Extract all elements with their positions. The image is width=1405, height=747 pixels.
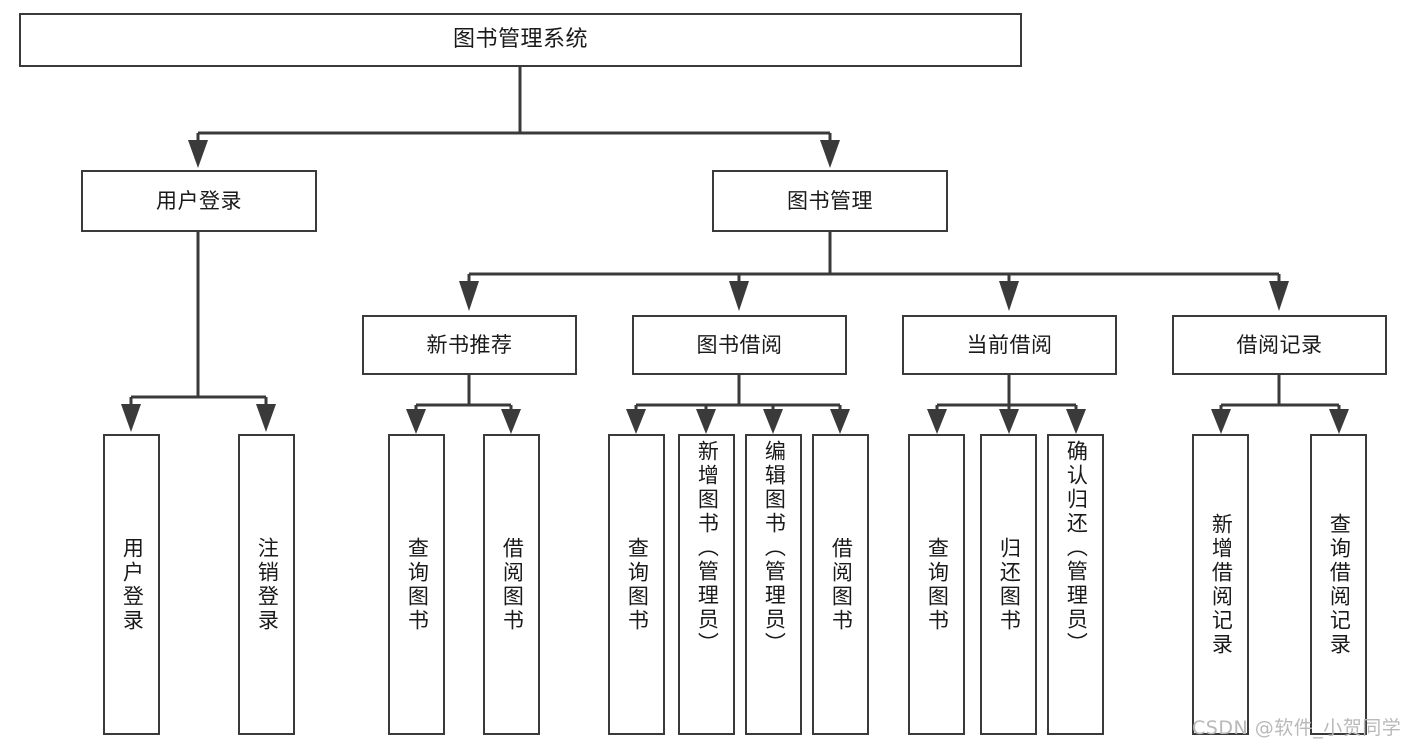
- arrowhead-bb-leaf-1: [626, 409, 646, 434]
- node-book-borrow[interactable]: 图书借阅: [632, 315, 847, 375]
- leaf-new-book-query-label: 查询图书: [405, 536, 430, 633]
- arrowhead-new-book: [459, 281, 479, 311]
- node-book-borrow-label: 图书借阅: [696, 332, 783, 357]
- leaf-new-book-borrow-label: 借阅图书: [500, 536, 525, 633]
- node-new-book-recommend-label: 新书推荐: [426, 332, 513, 357]
- leaf-current-query-book-label: 查询图书: [925, 536, 950, 633]
- leaf-borrow-book-label: 借阅图书: [829, 536, 854, 633]
- arrowhead-cb-leaf-3: [1066, 409, 1086, 434]
- node-new-book-recommend[interactable]: 新书推荐: [362, 315, 577, 375]
- node-book-management-label: 图书管理: [787, 188, 873, 213]
- leaf-query-borrow-record[interactable]: 查询借阅记录: [1310, 434, 1367, 735]
- leaf-current-query-book[interactable]: 查询图书: [908, 434, 965, 735]
- leaf-new-book-borrow[interactable]: 借阅图书: [483, 434, 540, 735]
- arrowhead-bb-leaf-3: [763, 409, 783, 434]
- node-borrow-record[interactable]: 借阅记录: [1172, 315, 1387, 375]
- watermark: CSDN @软件_小贺同学: [1192, 717, 1402, 739]
- arrowhead-book-mgmt: [820, 140, 840, 168]
- leaf-user-login[interactable]: 用户登录: [103, 434, 160, 735]
- leaf-new-book-query[interactable]: 查询图书: [388, 434, 445, 735]
- arrowhead-cb-leaf-2: [999, 409, 1019, 434]
- arrowhead-nb-leaf-1: [406, 409, 426, 434]
- node-borrow-record-label: 借阅记录: [1236, 332, 1323, 357]
- leaf-confirm-return-admin-label: 确认归还（管理员）: [1064, 440, 1089, 656]
- leaf-query-borrow-record-label: 查询借阅记录: [1327, 512, 1352, 657]
- leaf-logout[interactable]: 注销登录: [238, 434, 295, 735]
- leaf-return-book-label: 归还图书: [997, 536, 1022, 633]
- leaf-borrow-query-book[interactable]: 查询图书: [608, 434, 665, 735]
- arrowhead-book-borrow: [729, 281, 749, 311]
- leaf-borrow-book[interactable]: 借阅图书: [812, 434, 869, 735]
- arrowhead-cb-leaf-1: [927, 409, 947, 434]
- arrowhead-current-borrow: [999, 281, 1019, 311]
- arrowhead-leaf-user-login: [121, 404, 141, 432]
- leaf-borrow-query-book-label: 查询图书: [625, 536, 650, 633]
- arrowhead-nb-leaf-2: [501, 409, 521, 434]
- leaf-confirm-return-admin[interactable]: 确认归还（管理员）: [1047, 434, 1104, 735]
- node-current-borrow-label: 当前借阅: [966, 332, 1053, 357]
- leaf-return-book[interactable]: 归还图书: [980, 434, 1037, 735]
- leaf-edit-book-admin-label: 编辑图书（管理员）: [762, 440, 787, 656]
- node-root[interactable]: 图书管理系统: [19, 13, 1022, 67]
- arrowhead-bb-leaf-2: [696, 409, 716, 434]
- arrowhead-user-login: [188, 140, 208, 168]
- arrowhead-leaf-logout: [256, 404, 276, 432]
- node-root-label: 图书管理系统: [452, 26, 588, 52]
- leaf-add-borrow-record-label: 新增借阅记录: [1209, 512, 1234, 657]
- node-book-management[interactable]: 图书管理: [712, 170, 948, 232]
- arrowhead-br-leaf-1: [1211, 409, 1231, 434]
- leaf-add-borrow-record[interactable]: 新增借阅记录: [1192, 434, 1249, 735]
- arrowhead-borrow-record: [1269, 281, 1289, 311]
- leaf-add-book-admin[interactable]: 新增图书（管理员）: [678, 434, 735, 735]
- leaf-edit-book-admin[interactable]: 编辑图书（管理员）: [745, 434, 802, 735]
- node-user-login[interactable]: 用户登录: [81, 170, 317, 232]
- leaf-user-login-label: 用户登录: [120, 536, 145, 633]
- arrowhead-bb-leaf-4: [830, 409, 850, 434]
- arrowhead-br-leaf-2: [1329, 409, 1349, 434]
- node-user-login-label: 用户登录: [156, 188, 242, 213]
- leaf-add-book-admin-label: 新增图书（管理员）: [695, 440, 720, 656]
- leaf-logout-label: 注销登录: [255, 536, 280, 633]
- node-current-borrow[interactable]: 当前借阅: [902, 315, 1117, 375]
